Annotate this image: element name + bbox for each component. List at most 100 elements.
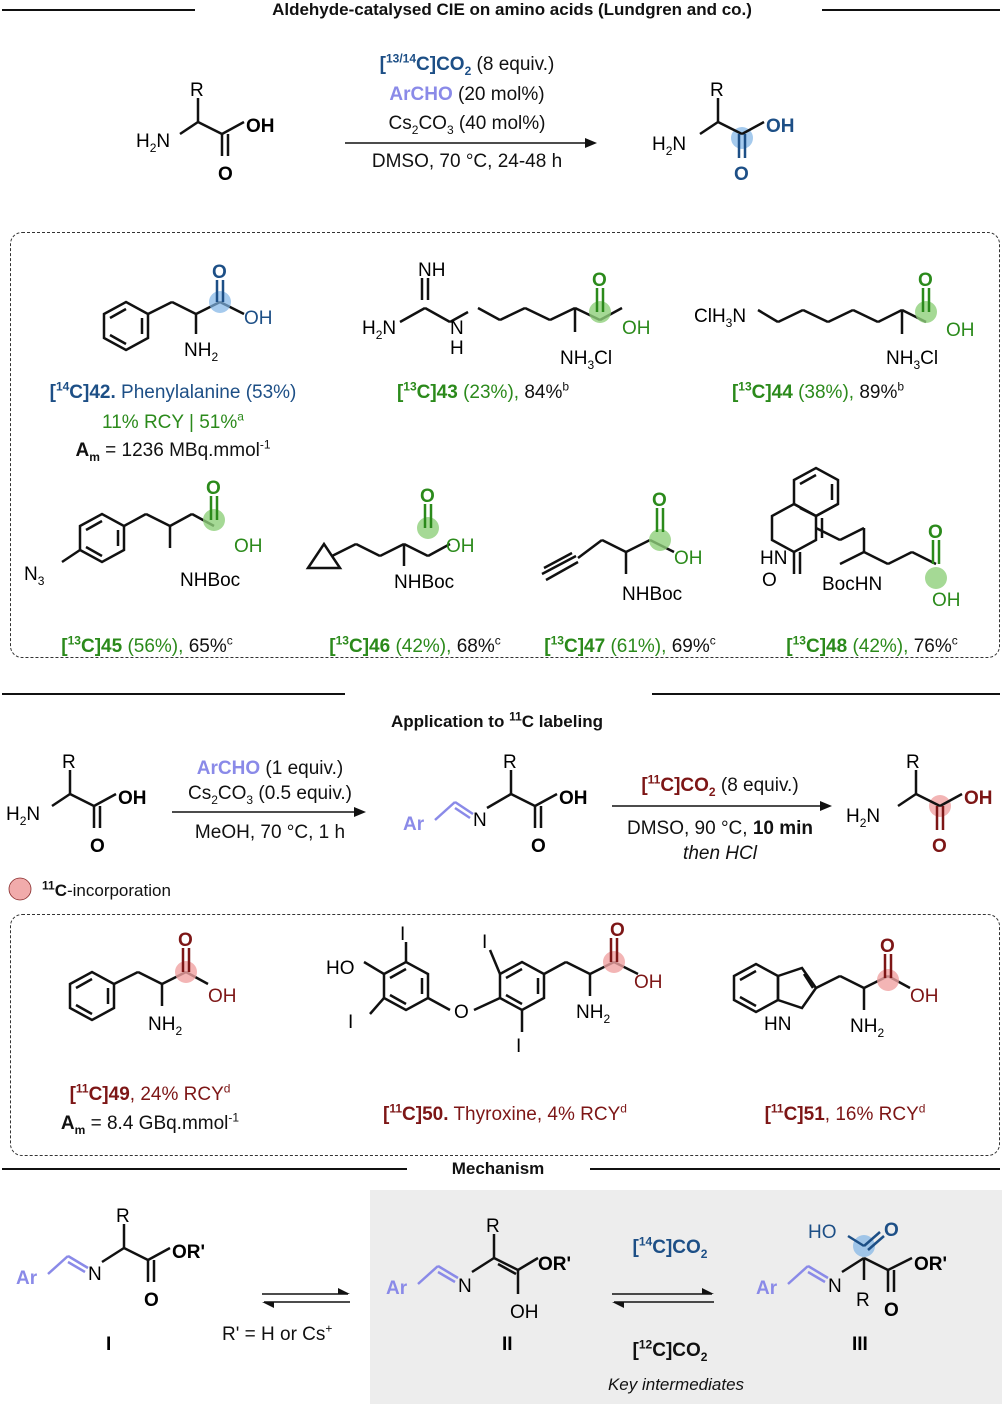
svg-text:I: I xyxy=(348,1012,353,1033)
svg-text:OH: OH xyxy=(946,320,975,341)
compound-42-rcy: 11% RCY | 51%a xyxy=(102,409,244,433)
svg-text:O: O xyxy=(420,486,435,507)
svg-text:O: O xyxy=(928,522,943,543)
compound-45-label: [13C]45 (56%), 65%c xyxy=(61,633,233,657)
svg-text:R: R xyxy=(856,1290,870,1311)
svg-text:O: O xyxy=(652,490,667,511)
scheme1-product: R H2N OH O xyxy=(652,80,795,185)
svg-text:OH: OH xyxy=(510,1302,539,1323)
svg-text:OR': OR' xyxy=(172,1242,205,1263)
svg-text:NH2: NH2 xyxy=(850,1016,884,1040)
compound-49-label: [11C]49, 24% RCYd xyxy=(69,1081,231,1105)
svg-text:O: O xyxy=(178,930,193,951)
scheme1-conditions: DMSO, 70 °C, 24-48 h xyxy=(371,151,563,172)
svg-text:OH: OH xyxy=(559,788,588,809)
compound-50-label: [11C]50. Thyroxine, 4% RCYd xyxy=(383,1101,627,1125)
c11-section-title: Application to 11C labeling xyxy=(391,709,603,731)
svg-text:OH: OH xyxy=(932,590,961,611)
compound-46-label: [13C]46 (42%), 68%c xyxy=(329,633,501,657)
c11-legend-dot xyxy=(8,877,32,901)
svg-text:O: O xyxy=(144,1290,159,1311)
mech-section-title: Mechanism xyxy=(451,1159,545,1178)
equilibrium-arrow-2 xyxy=(612,1288,714,1308)
scheme2-then-hcl: then HCl xyxy=(683,843,757,864)
svg-text:OH: OH xyxy=(622,318,651,339)
svg-text:HN: HN xyxy=(760,548,787,569)
svg-text:O: O xyxy=(762,570,777,591)
scheme1-arrow xyxy=(345,138,597,148)
compound-44-label: [13C]44 (38%), 89%b xyxy=(731,379,905,403)
svg-text:I: I xyxy=(482,932,487,953)
svg-text:III: III xyxy=(852,1334,868,1355)
svg-text:OH: OH xyxy=(910,986,939,1007)
forward-co2: [14C]CO2 xyxy=(632,1234,708,1261)
svg-text:NH2: NH2 xyxy=(184,340,218,364)
c11-rule-right xyxy=(652,693,1000,695)
svg-text:OH: OH xyxy=(634,972,663,993)
svg-text:H: H xyxy=(450,338,464,359)
compound-44-structure: O OH ClH3N NH3Cl xyxy=(694,270,975,372)
svg-text:NH2: NH2 xyxy=(576,1002,610,1026)
scheme2-conditions2: DMSO, 90 °C, 10 min xyxy=(626,818,814,839)
svg-text:HO: HO xyxy=(808,1222,837,1243)
intermediate-III-structure: HO O Ar N R OR' O III xyxy=(756,1220,947,1355)
svg-text:OH: OH xyxy=(208,986,237,1007)
compound-45-structure: O OH N3 NHBoc xyxy=(24,478,263,591)
svg-text:NH3Cl: NH3Cl xyxy=(886,348,938,372)
svg-text:I: I xyxy=(400,924,405,945)
scheme2-reagent2: Cs2CO3 (0.5 equiv.) xyxy=(187,783,353,807)
scheme2-arrow2 xyxy=(612,801,832,811)
compound-48-label: [13C]48 (42%), 76%c xyxy=(786,633,958,657)
compound-49-am: Am = 8.4 GBq.mmol-1 xyxy=(60,1110,240,1137)
svg-text:Ar: Ar xyxy=(403,814,425,835)
svg-text:Ar: Ar xyxy=(16,1268,38,1289)
scheme2-reagent3: [11C]CO2 (8 equiv.) xyxy=(641,772,799,799)
svg-text:N3: N3 xyxy=(24,564,45,588)
svg-text:N: N xyxy=(473,810,487,831)
svg-text:R: R xyxy=(62,752,76,773)
svg-text:O: O xyxy=(454,1002,469,1023)
scheme2-conditions1: MeOH, 70 °C, 1 h xyxy=(194,822,346,843)
svg-text:H2N: H2N xyxy=(846,806,880,830)
svg-text:H2N: H2N xyxy=(362,318,396,342)
svg-text:O: O xyxy=(212,262,227,283)
scheme2-arrow1 xyxy=(172,807,366,817)
svg-text:NHBoc: NHBoc xyxy=(394,572,454,593)
top-rule-left xyxy=(2,9,195,11)
compound-42-title: [14C]42. Phenylalanine (53%) xyxy=(49,379,297,403)
svg-text:R: R xyxy=(906,752,920,773)
scheme1-start-material: R H2N OH O xyxy=(136,80,275,185)
svg-text:H2N: H2N xyxy=(136,131,170,155)
svg-text:H2N: H2N xyxy=(6,804,40,828)
svg-text:BocHN: BocHN xyxy=(822,574,882,595)
svg-text:O: O xyxy=(610,920,625,941)
svg-text:ClH3N: ClH3N xyxy=(694,306,746,330)
compound-42-am: Am = 1236 MBq.mmol-1 xyxy=(75,437,271,464)
compound-51-label: [11C]51, 16% RCYd xyxy=(764,1101,926,1125)
svg-text:Ar: Ar xyxy=(386,1278,408,1299)
key-intermediates-panel xyxy=(370,1190,1002,1404)
scheme1-reagent1: [13/14C]CO2 (8 equiv.) xyxy=(379,51,555,78)
c11-legend-text: 11C-incorporation xyxy=(42,878,171,900)
svg-text:N: N xyxy=(88,1264,102,1285)
svg-text:NHBoc: NHBoc xyxy=(622,584,682,605)
svg-text:HO: HO xyxy=(326,958,355,979)
svg-text:I: I xyxy=(516,1036,521,1057)
svg-text:OH: OH xyxy=(766,116,795,137)
mech-rule-left xyxy=(2,1168,407,1170)
compound-47-label: [13C]47 (61%), 69%c xyxy=(544,633,716,657)
svg-text:O: O xyxy=(880,936,895,957)
svg-text:R: R xyxy=(503,752,517,773)
svg-text:N: N xyxy=(458,1276,472,1297)
c11-rule-left xyxy=(2,693,345,695)
compound-51-structure: O OH HN NH2 xyxy=(732,936,939,1040)
svg-text:OH: OH xyxy=(246,116,275,137)
svg-text:HN: HN xyxy=(764,1014,791,1035)
svg-text:O: O xyxy=(734,164,749,185)
svg-text:OH: OH xyxy=(244,308,273,329)
compound-47-structure: O OH NHBoc xyxy=(541,490,703,605)
svg-text:O: O xyxy=(884,1220,899,1241)
compound-43-structure: O OH NH H2N N H NH3Cl xyxy=(362,260,651,372)
svg-text:O: O xyxy=(932,836,947,857)
svg-text:OH: OH xyxy=(964,788,993,809)
